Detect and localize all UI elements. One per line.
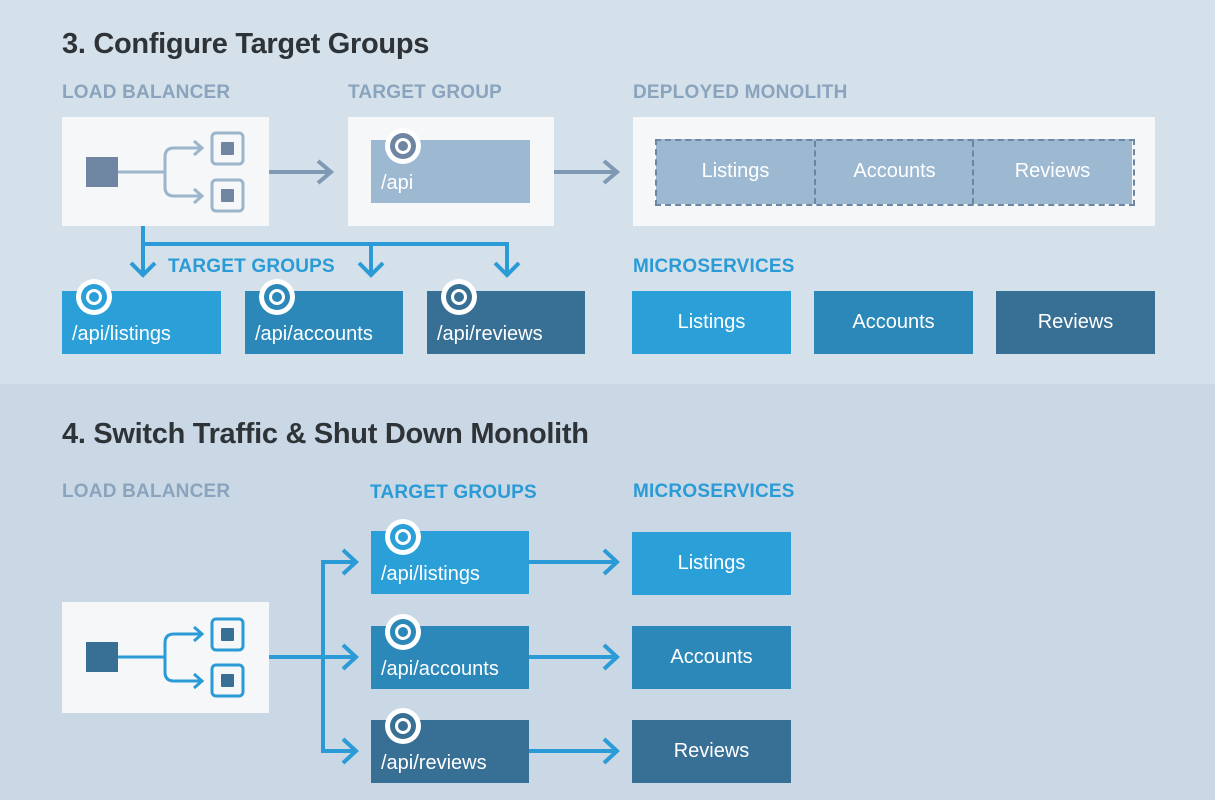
load-balancer-label: LOAD BALANCER: [62, 82, 231, 103]
target-group-api[interactable]: /api: [371, 128, 530, 203]
target-group-path: /api/listings: [381, 563, 480, 585]
target-icon: [76, 279, 112, 315]
target-icon: [385, 708, 421, 744]
target-group-reviews[interactable]: /api/reviews: [427, 279, 585, 354]
step-3-title: 3. Configure Target Groups: [62, 28, 430, 60]
target-icon: [385, 128, 421, 164]
target-group-path: /api: [381, 172, 414, 194]
target-group-reviews[interactable]: /api/reviews: [371, 708, 529, 783]
microservice-listings[interactable]: Listings: [632, 291, 791, 354]
monolith-divider: [814, 141, 816, 204]
target-group-accounts[interactable]: /api/accounts: [245, 279, 403, 354]
target-group-path: /api/accounts: [255, 323, 373, 345]
target-groups-label: TARGET GROUPS: [168, 256, 335, 277]
monolith-module-accounts: Accounts: [815, 139, 974, 204]
microservices-label: MICROSERVICES: [633, 481, 795, 502]
target-icon: [441, 279, 477, 315]
load-balancer-card: [62, 117, 269, 226]
monolith-module-listings: Listings: [656, 139, 815, 204]
target-group-label: TARGET GROUP: [348, 82, 503, 103]
step-3-panel: 3. Configure Target Groups LOAD BALANCER…: [0, 0, 1215, 384]
microservice-reviews[interactable]: Reviews: [996, 291, 1155, 354]
target-groups-label: TARGET GROUPS: [370, 482, 537, 503]
target-group-accounts[interactable]: /api/accounts: [371, 614, 529, 689]
step-4-title: 4. Switch Traffic & Shut Down Monolith: [62, 418, 589, 450]
target-group-card: /api: [348, 117, 554, 226]
arrow-right-icon: [316, 159, 335, 185]
target-group-listings[interactable]: /api/listings: [62, 279, 221, 354]
microservice-accounts[interactable]: Accounts: [814, 291, 973, 354]
monolith-module-reviews: Reviews: [973, 139, 1132, 204]
microservice-accounts[interactable]: Accounts: [632, 626, 791, 689]
load-balancer-icon: [86, 131, 245, 213]
target-group-listings[interactable]: /api/listings: [371, 519, 529, 594]
target-group-path: /api/reviews: [381, 752, 487, 774]
microservice-listings[interactable]: Listings: [632, 532, 791, 595]
microservice-reviews[interactable]: Reviews: [632, 720, 791, 783]
load-balancer-card: [62, 602, 269, 713]
target-icon: [259, 279, 295, 315]
microservices-label: MICROSERVICES: [633, 256, 795, 277]
target-group-path: /api/listings: [72, 323, 171, 345]
arrow-right-icon: [602, 159, 621, 185]
target-group-path: /api/reviews: [437, 323, 543, 345]
target-icon: [385, 519, 421, 555]
deployed-monolith-label: DEPLOYED MONOLITH: [633, 82, 848, 103]
step-4-panel: 4. Switch Traffic & Shut Down Monolith L…: [0, 384, 1215, 800]
monolith-divider: [972, 141, 974, 204]
target-group-path: /api/accounts: [381, 658, 499, 680]
load-balancer-label: LOAD BALANCER: [62, 481, 231, 502]
load-balancer-icon: [86, 617, 245, 698]
target-icon: [385, 614, 421, 650]
